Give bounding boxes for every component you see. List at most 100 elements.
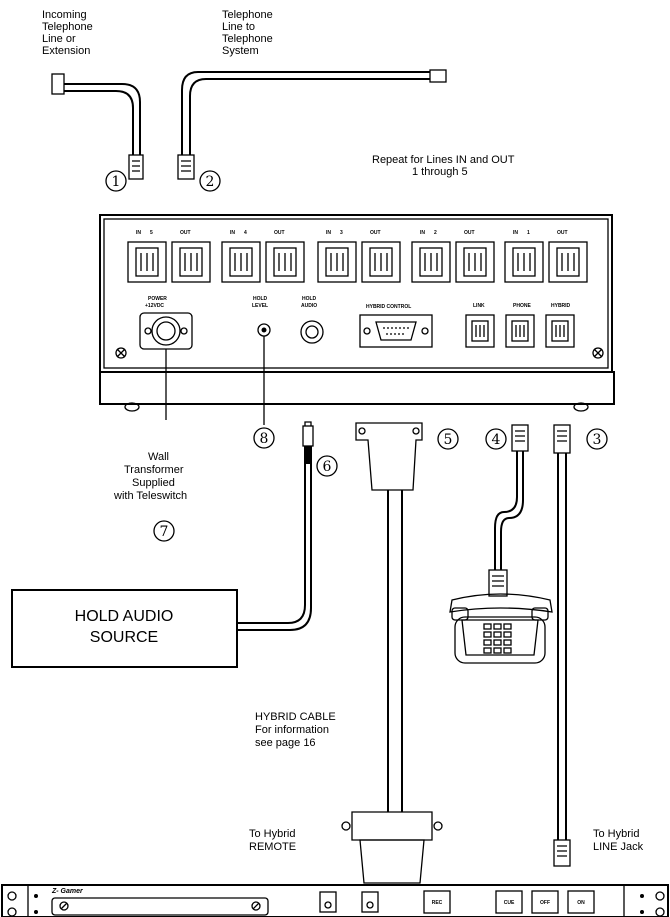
svg-text:CUE: CUE (504, 900, 515, 906)
svg-text:POWER: POWER (148, 296, 167, 302)
svg-text:HOLD: HOLD (302, 296, 317, 302)
rj-jack-icon (361, 241, 401, 283)
svg-text:HYBRID CONTROL: HYBRID CONTROL (366, 304, 411, 310)
svg-text:LINK: LINK (473, 303, 485, 309)
rack-button-rec: REC (423, 890, 451, 914)
hold-audio-source-box: HOLD AUDIO SOURCE (11, 589, 238, 668)
jack-group-line-1: IN 1 OUT (504, 230, 588, 283)
keypad-key (503, 623, 512, 630)
svg-text:REC: REC (432, 900, 443, 906)
phone-cable (488, 424, 529, 597)
screw-icon (251, 901, 261, 911)
svg-text:7: 7 (160, 524, 169, 540)
keypad-key (483, 623, 492, 630)
keypad-key (483, 647, 492, 654)
rj-jack-icon (265, 241, 305, 283)
svg-text:To Hybrid: To Hybrid (249, 828, 295, 840)
svg-text:HOLD: HOLD (253, 296, 268, 302)
rj-jack-icon (455, 241, 495, 283)
svg-text:Line or: Line or (42, 33, 76, 45)
svg-text:LEVEL: LEVEL (252, 303, 268, 309)
svg-text:Transformer: Transformer (124, 464, 184, 476)
svg-text:5: 5 (150, 230, 153, 236)
svg-text:4: 4 (492, 432, 501, 448)
incoming-line-cable (51, 73, 144, 180)
screw-left-icon (115, 347, 127, 359)
svg-text:5: 5 (444, 432, 453, 448)
keypad (483, 623, 512, 654)
keypad-key (503, 647, 512, 654)
hybrid-cable (341, 422, 443, 884)
svg-text:Extension: Extension (42, 45, 90, 57)
keypad-key (493, 639, 502, 646)
svg-text:Telephone: Telephone (222, 33, 273, 45)
hold-audio-jack: HOLD AUDIO (300, 296, 324, 344)
callout-1: 1 (105, 170, 127, 192)
keypad-key (503, 631, 512, 638)
callout-6: 6 (316, 455, 338, 477)
hybrid-jack: HYBRID (545, 303, 575, 348)
rj-plug-icon (553, 839, 571, 867)
svg-text:REMOTE: REMOTE (249, 841, 296, 853)
svg-text:For information: For information (255, 724, 329, 736)
svg-text:IN: IN (136, 230, 141, 236)
screw-icon (59, 901, 69, 911)
svg-text:1: 1 (112, 174, 121, 190)
keypad-key (493, 647, 502, 654)
telephone-line-cable (177, 69, 447, 180)
svg-text:2: 2 (434, 230, 437, 236)
svg-text:HYBRID: HYBRID (551, 303, 571, 309)
svg-text:3: 3 (340, 230, 343, 236)
to-hybrid-line-label: To Hybrid LINE Jack (593, 828, 644, 853)
svg-text:IN: IN (513, 230, 518, 236)
display-window (51, 897, 269, 916)
telephone-icon (449, 593, 553, 664)
rj-plug-icon (429, 69, 447, 83)
svg-text:Telephone: Telephone (42, 21, 93, 33)
rack-panel: Z- Gamer REC CUE OFF ON (1, 884, 669, 917)
phone-jack: PHONE (505, 303, 535, 348)
teleswitch-unit (99, 214, 615, 412)
svg-text:Telephone: Telephone (222, 9, 273, 21)
svg-text:1: 1 (527, 230, 530, 236)
svg-text:HOLD AUDIO: HOLD AUDIO (75, 608, 174, 625)
callout-2: 2 (199, 170, 221, 192)
svg-text:IN: IN (326, 230, 331, 236)
svg-text:3: 3 (593, 432, 602, 448)
keypad-key (503, 639, 512, 646)
svg-text:Z- Gamer: Z- Gamer (51, 888, 84, 895)
repeat-note: Repeat for Lines IN and OUT 1 through 5 (372, 154, 515, 178)
svg-text:6: 6 (323, 459, 332, 475)
rack-button-on: ON (567, 890, 595, 914)
svg-text:Supplied: Supplied (132, 477, 175, 489)
callout-3: 3 (586, 428, 608, 450)
rj-jack-icon (221, 241, 261, 283)
telephone-line-label: Telephone Line to Telephone System (222, 9, 273, 57)
svg-text:PHONE: PHONE (513, 303, 531, 309)
wall-transformer-label: Wall Transformer Supplied with Teleswitc… (113, 451, 187, 502)
rack-button-cue: CUE (495, 890, 523, 914)
to-hybrid-remote-label: To Hybrid REMOTE (249, 828, 296, 853)
callout-8: 8 (253, 427, 275, 449)
keypad-key (493, 623, 502, 630)
svg-text:OFF: OFF (540, 900, 550, 906)
svg-text:OUT: OUT (557, 230, 568, 236)
rj-plug-icon (177, 154, 195, 180)
svg-text:OUT: OUT (464, 230, 475, 236)
rj-plug-icon (488, 569, 508, 597)
incoming-line-label: Incoming Telephone Line or Extension (42, 9, 93, 57)
keypad-key (483, 631, 492, 638)
svg-text:HYBRID CABLE: HYBRID CABLE (255, 711, 336, 723)
line-jack-cable (553, 424, 571, 867)
rack-button-off: OFF (531, 890, 559, 914)
svg-text:ON: ON (577, 900, 585, 906)
svg-text:Wall: Wall (148, 451, 169, 463)
svg-text:SOURCE: SOURCE (90, 629, 158, 646)
svg-text:8: 8 (260, 431, 269, 447)
